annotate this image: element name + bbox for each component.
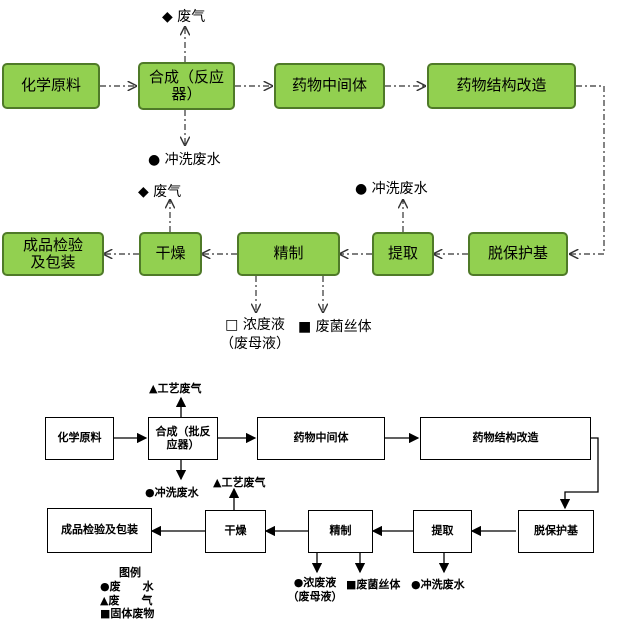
- bottom-box-intermediate: 药物中间体: [257, 417, 385, 460]
- arrow-modify-deprotect: [570, 85, 605, 254]
- bottom-label-conc: ●浓废液（废母液）: [287, 576, 343, 604]
- bottom-box-refine: 精制: [308, 510, 373, 553]
- bottom-label-gas-synthesis: ▲工艺废气: [149, 382, 202, 395]
- bottom-box-inspect: 成品检验及包装: [47, 508, 152, 553]
- top-label-gas-synthesis: ◆ 废气: [162, 9, 206, 25]
- top-label-wash-synthesis: ● 冲洗废水: [148, 152, 221, 168]
- legend-gas: ▲废 气: [100, 593, 153, 607]
- top-box-inspect: 成品检验及包装: [2, 232, 104, 276]
- top-label-mycelium: ■ 废菌丝体: [298, 319, 372, 335]
- legend-title: 图例: [119, 566, 141, 579]
- bottom-box-modify: 药物结构改造: [420, 417, 591, 460]
- top-box-refine: 精制: [237, 232, 340, 276]
- top-label-wash-extract: ● 冲洗废水: [355, 181, 428, 197]
- top-label-conc: □ 浓度液（废母液）: [220, 317, 290, 352]
- bottom-box-deprotect: 脱保护基: [518, 510, 594, 553]
- bottom-label-wash-extract: ●冲洗废水: [411, 578, 465, 591]
- bottom-label-gas-dry: ▲工艺废气: [213, 476, 266, 489]
- top-box-raw: 化学原料: [2, 63, 100, 109]
- top-box-intermediate: 药物中间体: [274, 63, 385, 109]
- b-arrow-modify-deprotect: [559, 437, 599, 510]
- bottom-box-raw: 化学原料: [45, 417, 114, 460]
- top-box-modify: 药物结构改造: [427, 63, 576, 109]
- legend-water: ●废 水: [100, 579, 154, 593]
- bottom-box-synthesis: 合成（批反应器）: [148, 417, 218, 460]
- top-label-gas-dry: ◆ 废气: [138, 184, 182, 200]
- bottom-box-extract: 提取: [413, 510, 472, 553]
- top-box-extract: 提取: [372, 232, 434, 276]
- bottom-label-wash-synthesis: ●冲洗废水: [145, 486, 199, 499]
- top-box-deprotect: 脱保护基: [468, 232, 568, 276]
- bottom-box-dry: 干燥: [205, 510, 266, 553]
- top-box-synthesis: 合成（反应器）: [138, 62, 235, 110]
- legend: 图例 ●废 水 ▲废 气 ■固体废物: [100, 566, 154, 621]
- legend-solid: ■固体废物: [100, 607, 155, 621]
- bottom-label-mycelium: ■废菌丝体: [346, 578, 401, 591]
- top-box-dry: 干燥: [139, 232, 202, 276]
